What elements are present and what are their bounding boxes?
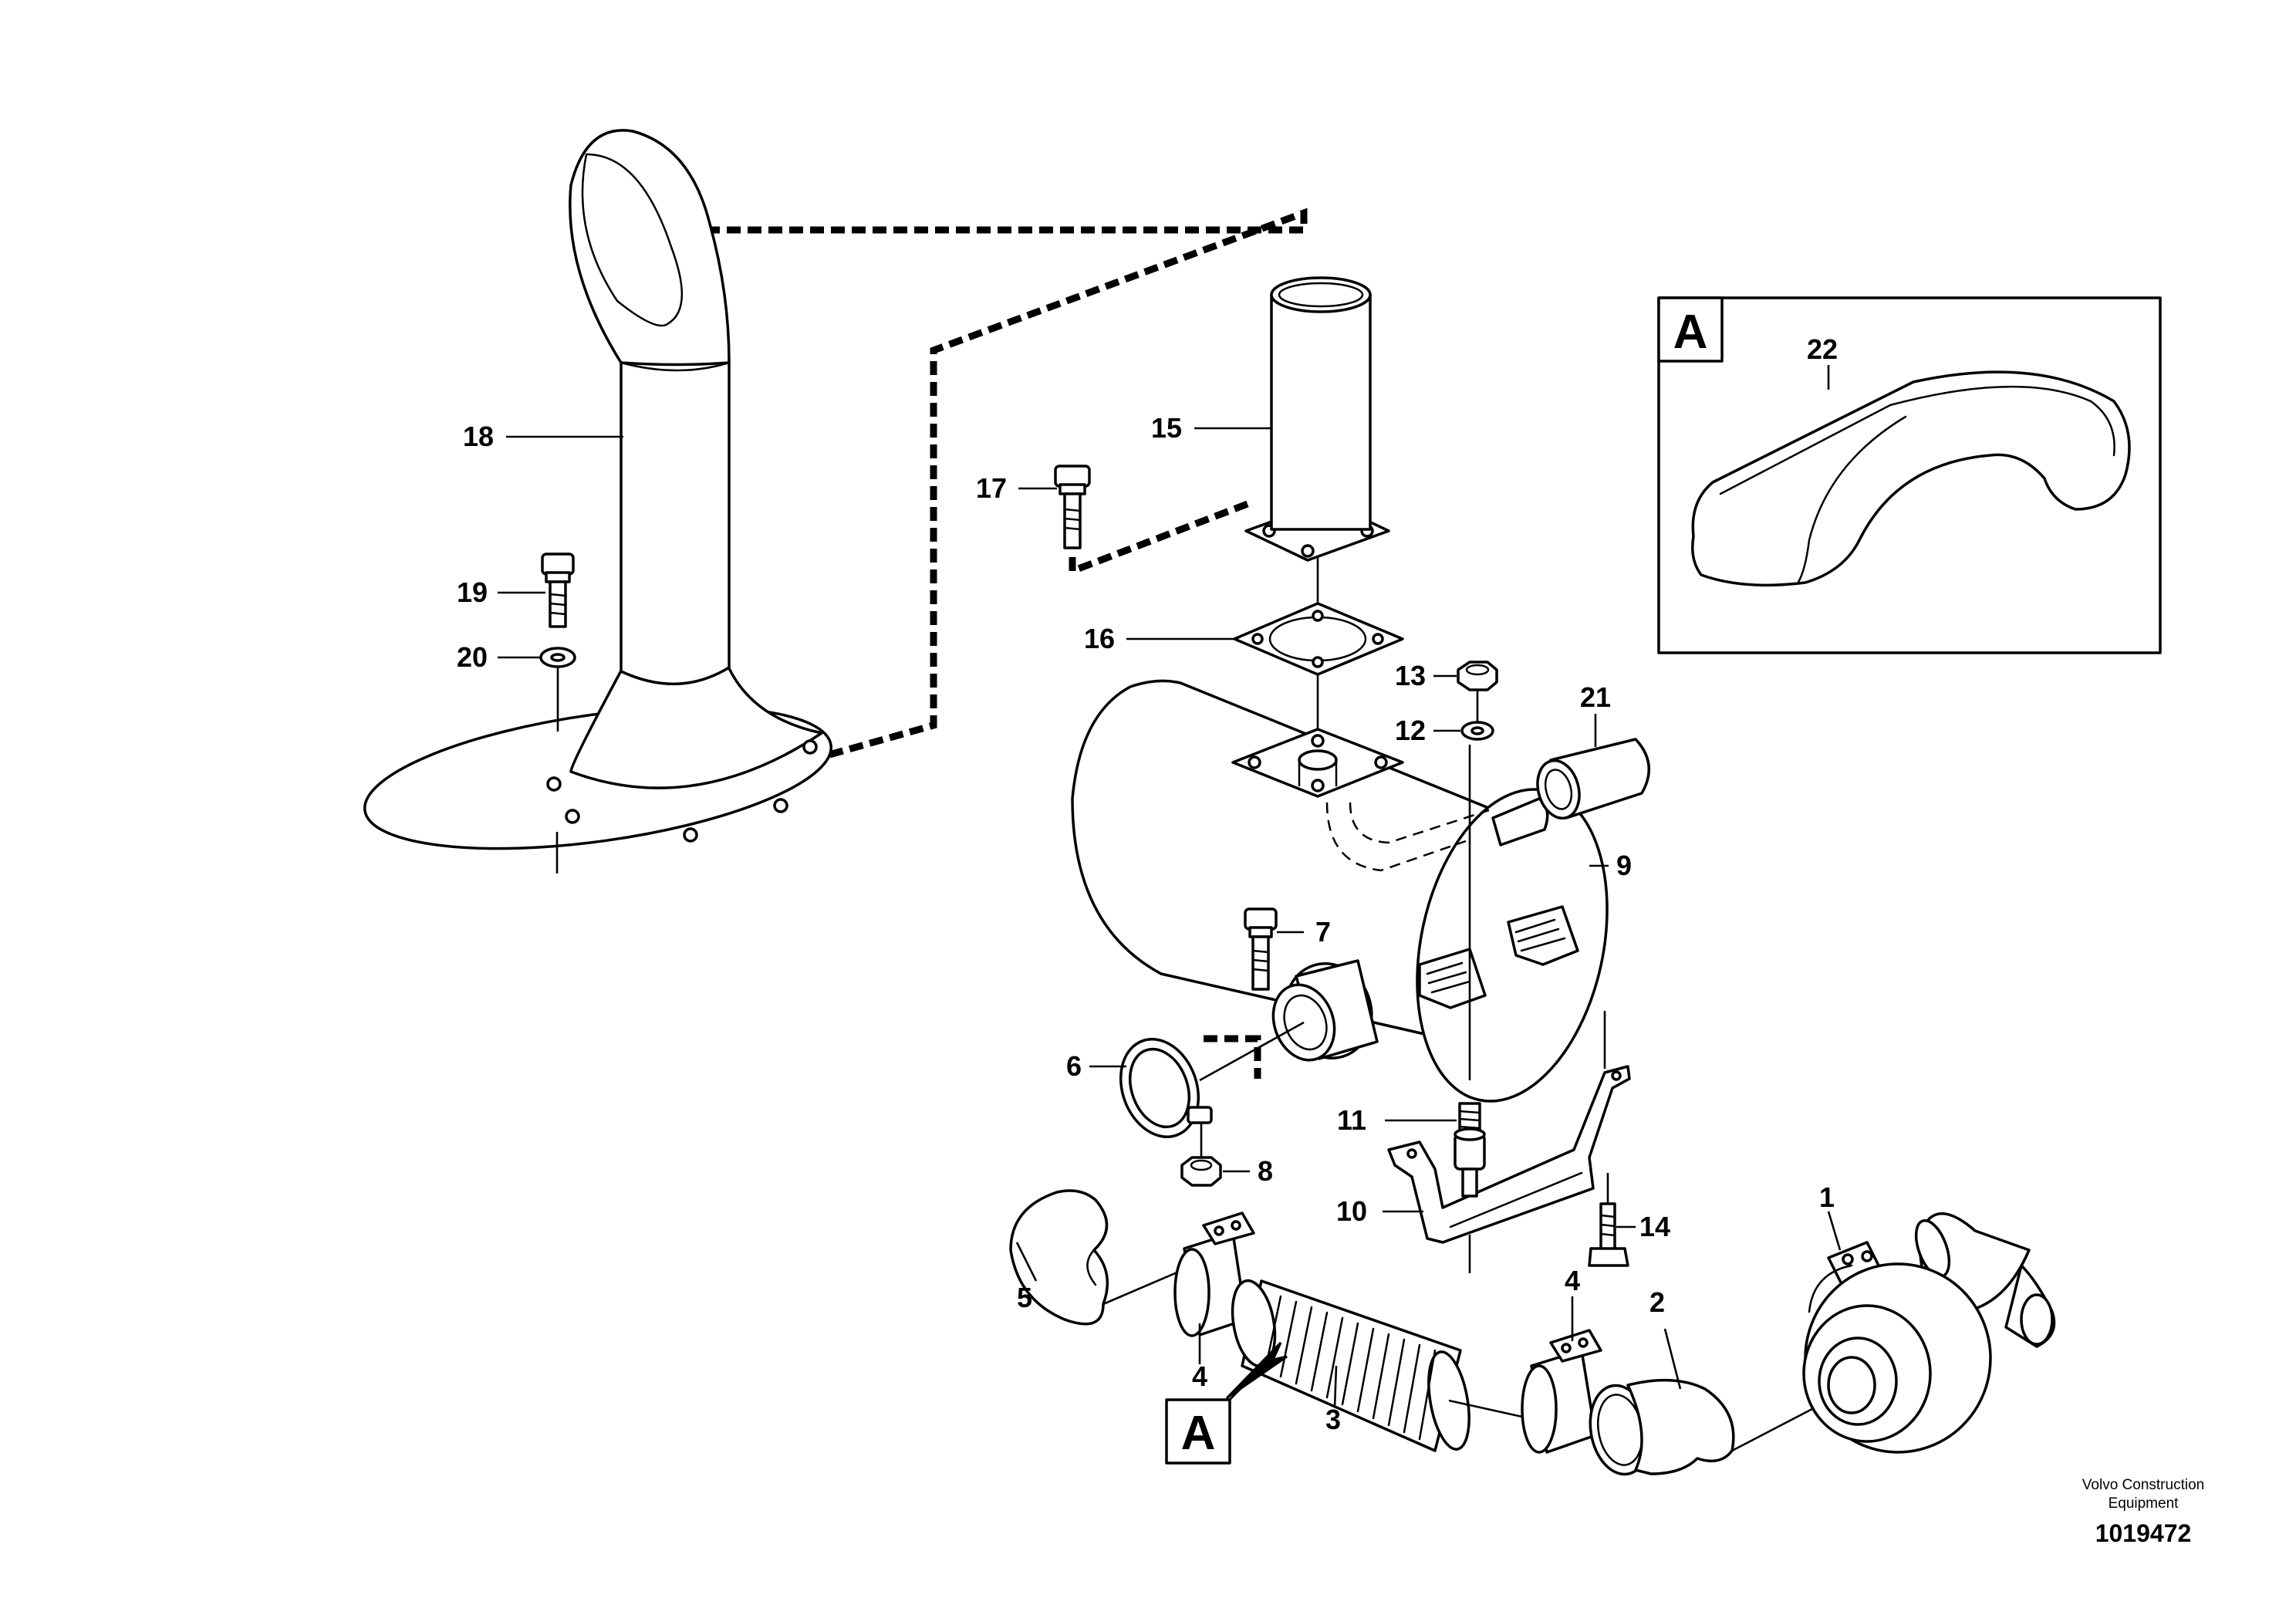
muffler-part-9	[1071, 679, 1609, 1103]
callout-17: 17	[976, 472, 1007, 504]
turbocharger-part-1	[1802, 1212, 2056, 1454]
sleeve-part-21	[1536, 738, 1651, 820]
callout-3: 3	[1325, 1404, 1341, 1435]
callout-14: 14	[1639, 1211, 1670, 1242]
nut-part-13	[1457, 661, 1498, 691]
bolt-part-14	[1588, 1173, 1629, 1267]
callout-1: 1	[1819, 1181, 1835, 1213]
bolt-part-7	[1244, 907, 1278, 991]
gasket-part-16	[1233, 556, 1404, 729]
caption-company-line1: Volvo Construction	[2082, 1477, 2204, 1493]
clamp-part-4-right	[1521, 1329, 1602, 1454]
callout-11: 11	[1337, 1104, 1366, 1136]
link-chain-bolt17	[1069, 498, 1255, 576]
drawing-caption: Volvo Construction Equipment 1019472	[2082, 1477, 2204, 1547]
washer-part-12	[1460, 721, 1494, 741]
detail-marker-a: A	[1165, 1341, 1288, 1465]
callout-18: 18	[463, 421, 494, 452]
callout-16: 16	[1084, 623, 1115, 654]
link-chain-bolt7	[1204, 1035, 1261, 1079]
callout-5: 5	[1017, 1282, 1032, 1313]
callout-10: 10	[1336, 1195, 1367, 1227]
callout-labels: 1 2 3 4 4 5 6 7 8 9 10 11 12 13 14 15 16…	[457, 333, 1838, 1435]
callout-6: 6	[1066, 1050, 1082, 1082]
rubber-mount-part-11	[1454, 1102, 1486, 1198]
callout-4-right: 4	[1565, 1265, 1580, 1296]
callout-22: 22	[1807, 333, 1838, 365]
caption-company-line2: Equipment	[2109, 1495, 2180, 1512]
nut-part-8	[1180, 1123, 1222, 1187]
washer-part-20	[539, 647, 576, 732]
clamp-part-4-left	[1173, 1211, 1255, 1337]
callout-19: 19	[457, 576, 488, 608]
bolt-part-17	[1054, 465, 1091, 549]
callout-2: 2	[1649, 1286, 1665, 1318]
pipe-part-22	[1691, 370, 2131, 587]
bolt-part-19	[541, 552, 575, 628]
callout-leaders	[498, 365, 1842, 1408]
tailpipe-part-15	[1244, 276, 1390, 562]
muffler-end-bracket-right	[1507, 905, 1579, 966]
bracket-part-10	[1387, 1011, 1631, 1273]
callout-15: 15	[1151, 412, 1182, 444]
elbow-part-5	[1009, 1189, 1185, 1326]
callout-4-left: 4	[1192, 1360, 1207, 1392]
detail-view-a: A	[1657, 296, 2162, 654]
clamp-part-6	[1119, 1038, 1213, 1138]
drawing-number: 1019472	[2095, 1519, 2192, 1547]
callout-7: 7	[1315, 916, 1331, 948]
callout-8: 8	[1258, 1155, 1273, 1187]
elbow-part-2	[1589, 1378, 1829, 1476]
detail-marker-letter: A	[1181, 1407, 1216, 1460]
callout-13: 13	[1395, 660, 1426, 691]
callout-9: 9	[1616, 850, 1632, 881]
callout-21: 21	[1580, 681, 1611, 713]
callout-12: 12	[1395, 715, 1426, 746]
callout-20: 20	[457, 641, 488, 673]
detail-view-letter: A	[1673, 306, 1708, 359]
exhaust-stack-part-18	[363, 129, 832, 874]
